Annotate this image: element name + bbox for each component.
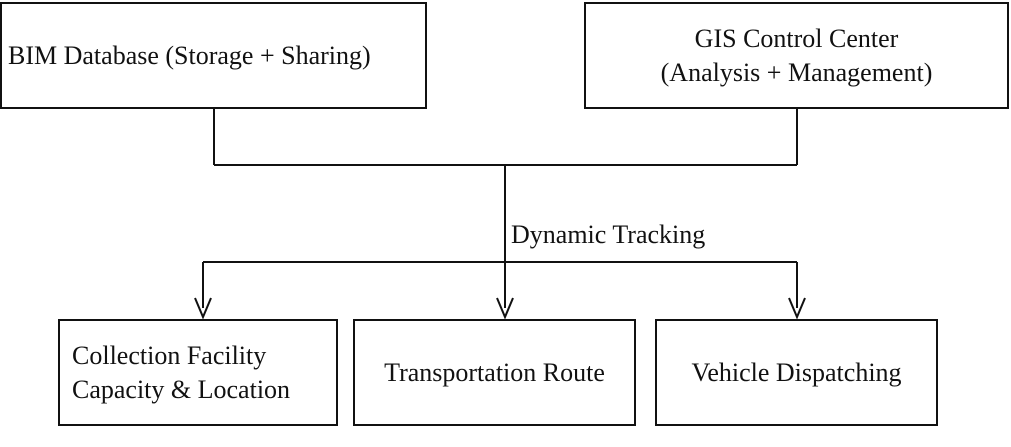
dispatch-arrowhead <box>788 297 806 320</box>
collection-facility-node: Collection Facility Capacity & Location <box>58 319 338 426</box>
transportation-route-label: Transportation Route <box>384 357 605 387</box>
bim-database-label: BIM Database (Storage + Sharing) <box>8 40 371 70</box>
collection-arrowhead <box>194 297 212 320</box>
dynamic-tracking-label: Dynamic Tracking <box>511 220 706 249</box>
gis-control-center-subtitle: (Analysis + Management) <box>660 57 933 87</box>
bim-database-node: BIM Database (Storage + Sharing) <box>0 2 427 109</box>
gis-control-center-node: GIS Control Center (Analysis + Managemen… <box>584 2 1009 109</box>
collection-facility-line1: Collection Facility <box>72 340 267 370</box>
route-arrowhead <box>496 297 514 320</box>
gis-control-center-title: GIS Control Center <box>694 23 899 53</box>
vehicle-dispatching-node: Vehicle Dispatching <box>655 319 938 426</box>
collection-facility-line2: Capacity & Location <box>72 374 291 404</box>
vehicle-dispatching-label: Vehicle Dispatching <box>691 357 902 387</box>
transportation-route-node: Transportation Route <box>353 319 636 426</box>
